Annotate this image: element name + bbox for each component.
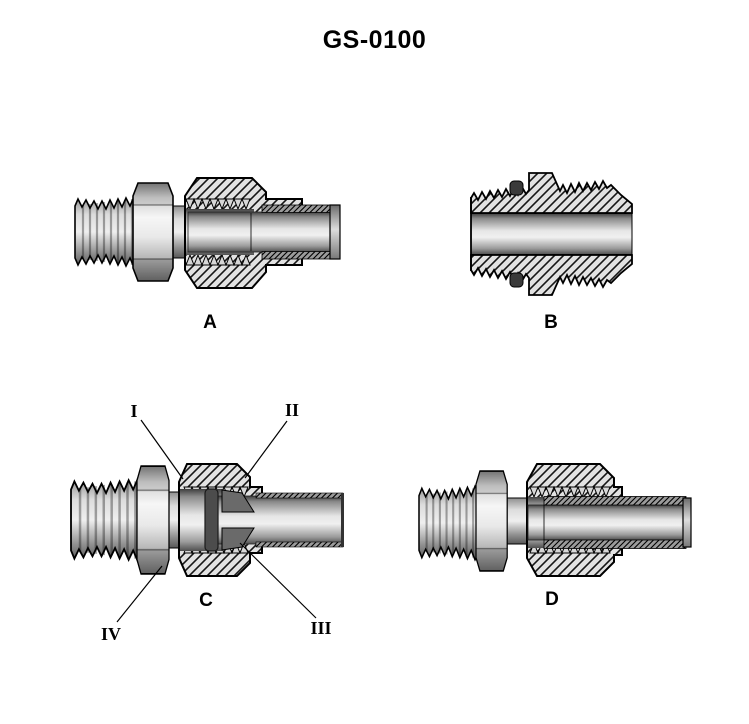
fitting-c-tube-wall-bottom-section	[255, 541, 344, 548]
fitting-a-hex	[132, 182, 174, 282]
fitting-b-label: B	[544, 312, 558, 333]
fitting-d-internal-thread-top	[529, 485, 611, 499]
callout-label-i: I	[130, 401, 137, 421]
fitting-d-tube-wall-top-section	[543, 496, 687, 506]
fitting-a-illustration: A	[73, 177, 341, 333]
fitting-a-label: A	[203, 312, 217, 333]
fitting-b-top-wall-section	[470, 172, 633, 214]
fitting-d-illustration: D	[417, 463, 692, 610]
fitting-a-tube-end-cap	[329, 204, 341, 260]
fitting-b-o-ring-bottom	[509, 272, 524, 288]
callout-line-iii	[239, 542, 317, 619]
fitting-b-o-ring-top	[509, 180, 524, 196]
callout-line-ii	[244, 420, 288, 479]
fitting-d-tube	[527, 504, 687, 541]
fitting-d-tube-wall-bottom-section	[543, 539, 687, 549]
fitting-c-hex	[136, 465, 170, 575]
fitting-c-male-thread	[69, 477, 143, 563]
fitting-a-tube-wall-top-section	[261, 204, 331, 213]
callout-label-iii: III	[310, 618, 331, 638]
fitting-b-illustration: B	[470, 172, 633, 333]
callout-label-ii: II	[285, 400, 299, 420]
fitting-a-tube-wall-bottom-section	[261, 251, 331, 260]
diagram-title: GS-0100	[322, 26, 427, 54]
fitting-d-hex	[475, 470, 509, 572]
fitting-a-tube	[187, 211, 331, 253]
fitting-b-bottom-wall-section	[470, 254, 633, 296]
fitting-a-internal-thread-top	[185, 197, 251, 211]
fitting-c-tube-wall-top-section	[255, 492, 344, 499]
fitting-c-illustration: I II III IV C	[69, 400, 344, 644]
callout-label-iv: IV	[101, 624, 121, 644]
fitting-a-internal-thread-bottom	[185, 253, 251, 267]
fitting-b-bore	[470, 213, 633, 255]
fitting-c-ferrule-top	[221, 489, 255, 513]
fitting-c-seal-ring	[204, 488, 219, 552]
fitting-c-tube-end	[341, 493, 344, 547]
fitting-d-male-thread	[417, 485, 480, 561]
fitting-d-tube-end-cap	[682, 497, 692, 548]
callout-line-i	[140, 419, 184, 480]
fitting-c-ferrule-bottom	[221, 527, 255, 551]
fitting-d-label: D	[545, 589, 559, 610]
fitting-c-label: C	[199, 590, 213, 611]
fitting-a-male-thread	[73, 195, 139, 269]
callout-line-iv	[116, 565, 163, 623]
